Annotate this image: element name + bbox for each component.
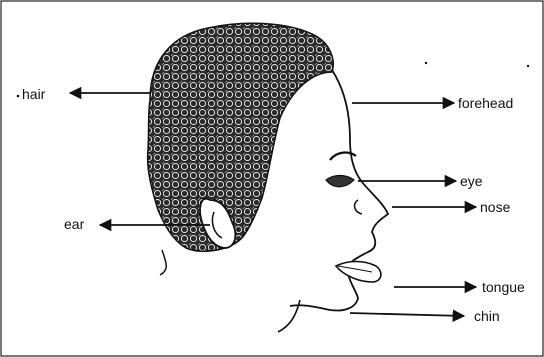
stray-dot [527, 65, 529, 67]
hair-drawing [148, 23, 334, 251]
nostril-line [355, 200, 362, 214]
chin-label: chin [474, 308, 500, 324]
tongue-drawing [336, 262, 381, 283]
forehead-label: forehead [458, 95, 513, 111]
tongue-label: tongue [482, 279, 525, 295]
hair-label: hair [22, 86, 46, 102]
eye-label: eye [460, 173, 483, 189]
hair-label-dot [17, 95, 20, 98]
stray-dot [425, 62, 427, 64]
ear-label: ear [64, 216, 85, 232]
eye-drawing [326, 176, 354, 187]
chin-arrow [350, 313, 464, 316]
nose-label: nose [480, 199, 511, 215]
hair-tuft-line [160, 250, 166, 275]
